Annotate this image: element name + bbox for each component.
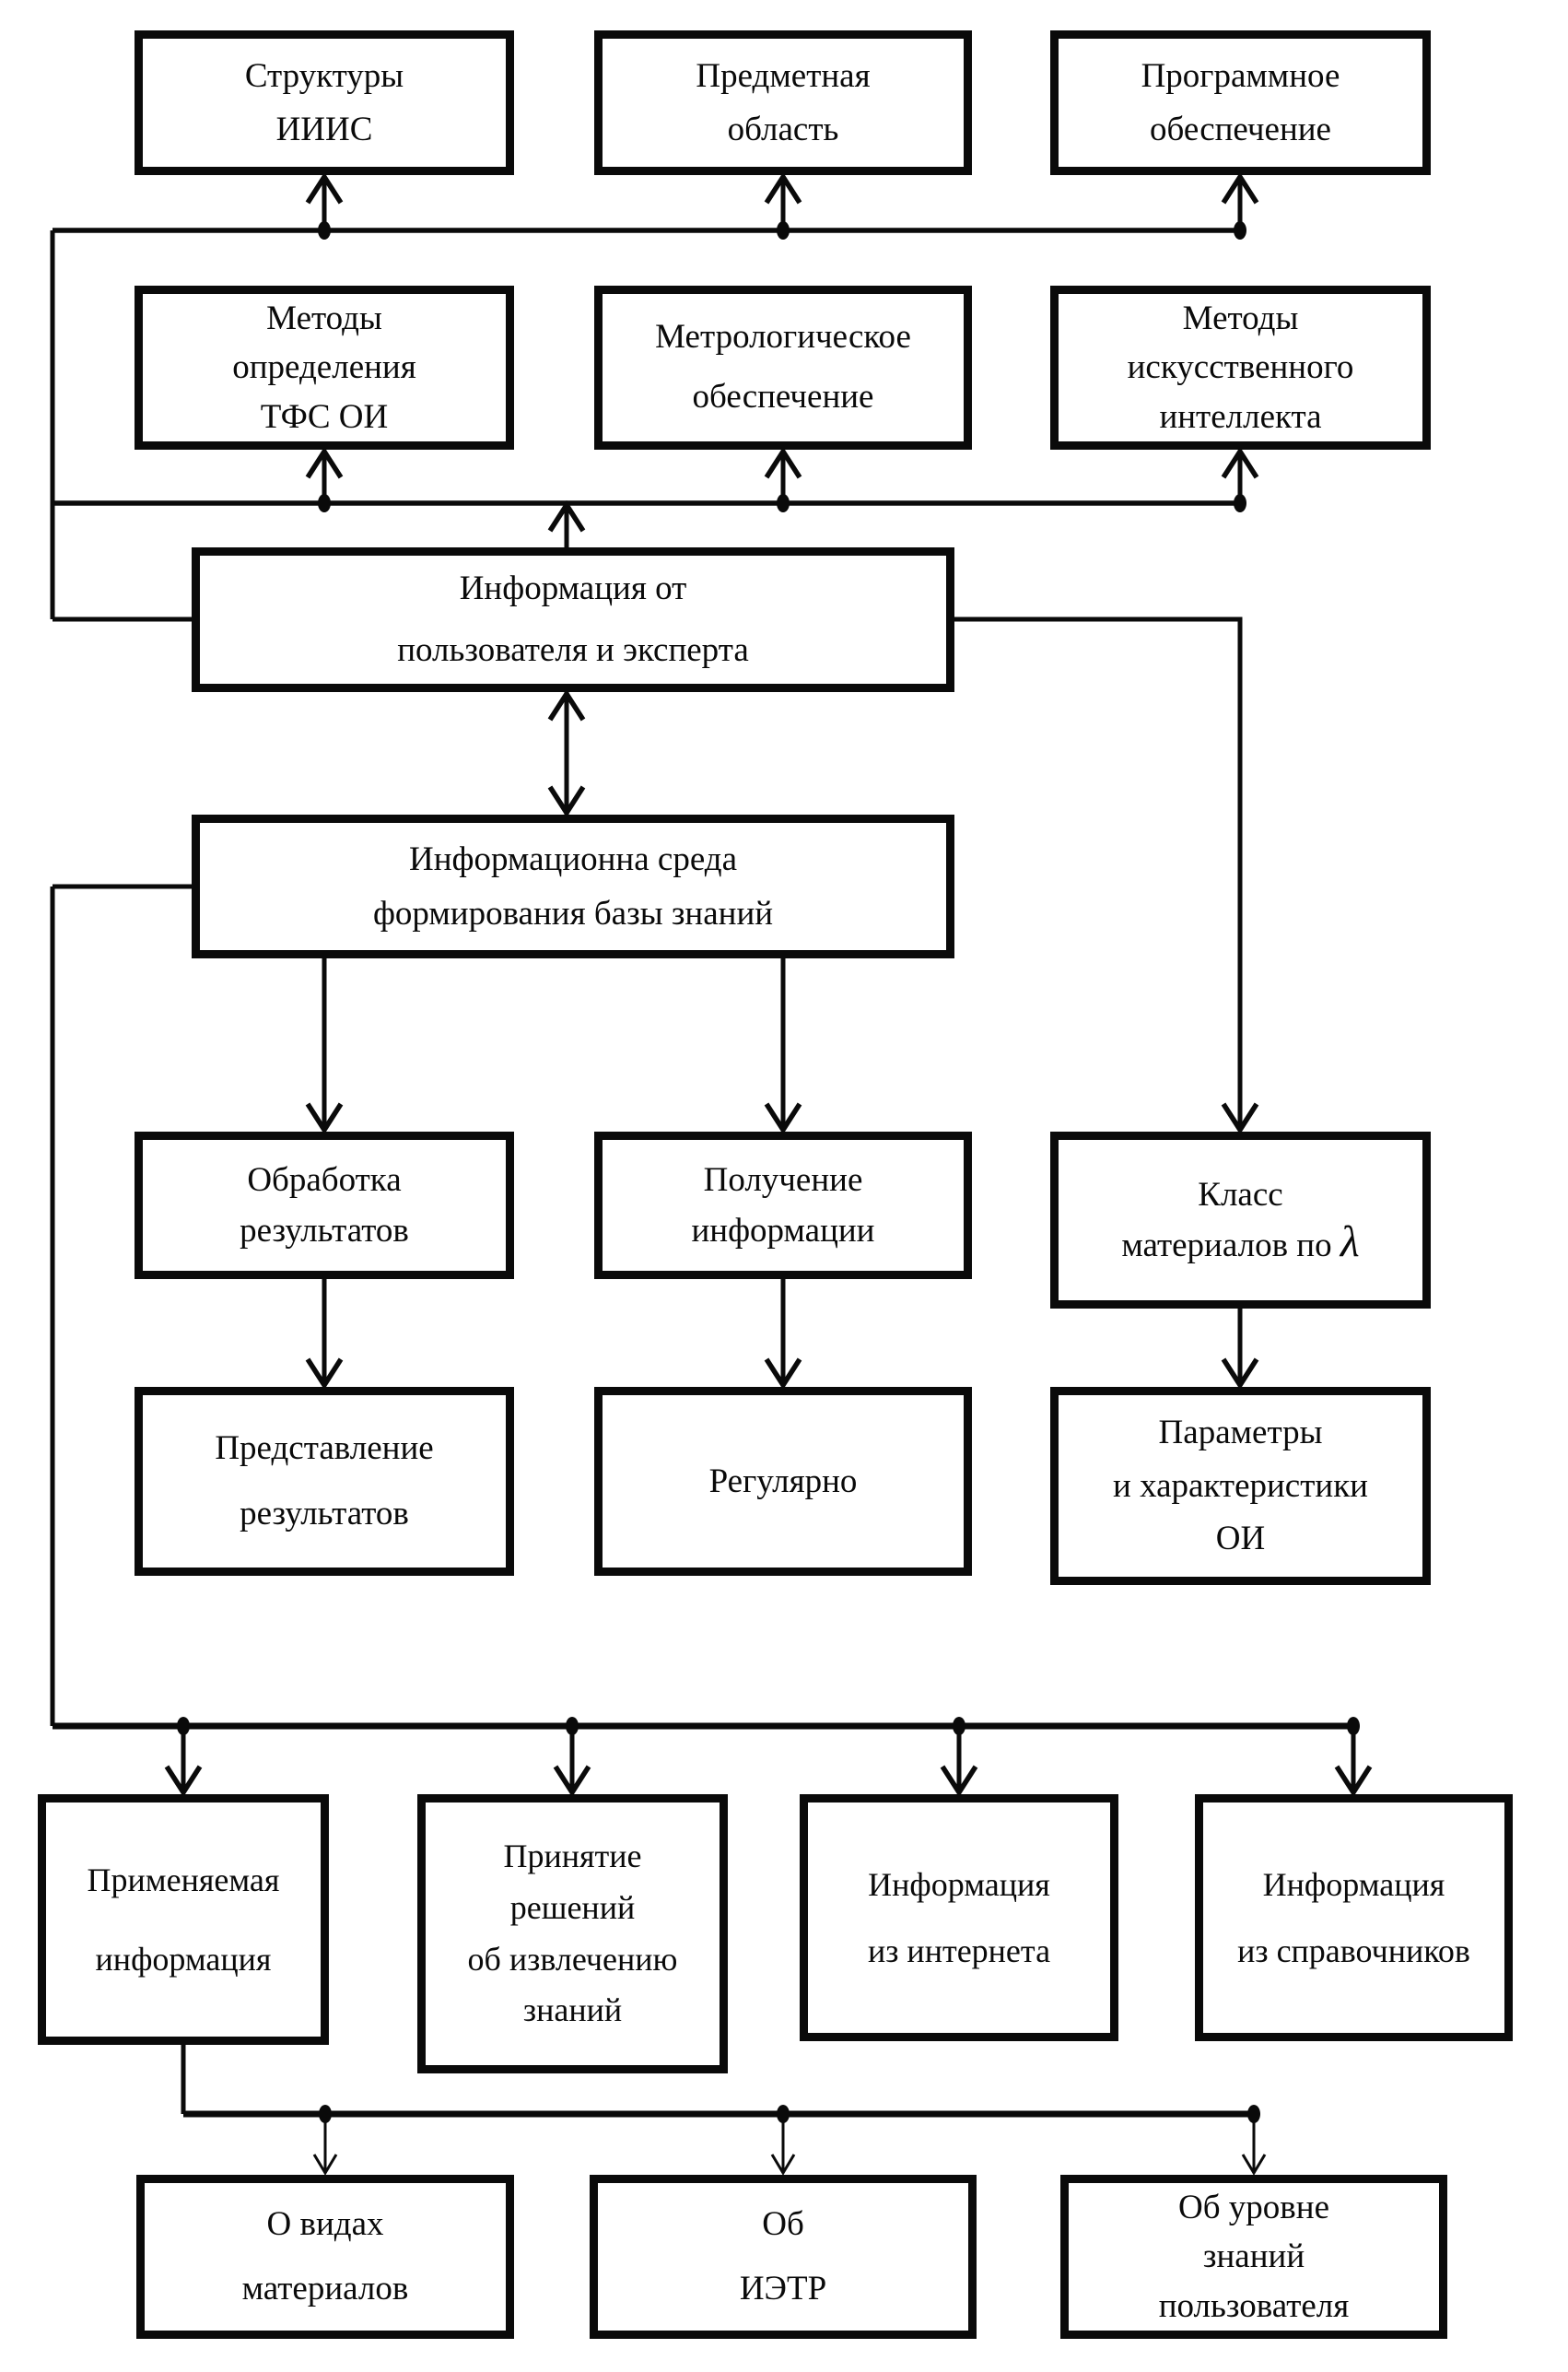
box-label-line: искусственного: [1127, 348, 1354, 387]
box-label-line: знаний: [522, 1991, 623, 2029]
box-label-line: обеспечение: [1150, 110, 1331, 148]
box-label-line: знаний: [1202, 2237, 1305, 2276]
box-label-line: Информационна среда: [409, 840, 737, 878]
box-material-types: О видах материалов: [136, 2175, 514, 2339]
box-label-line: Информация: [1262, 1866, 1445, 1903]
box-label-line: ОИ: [1215, 1520, 1266, 1558]
box-results-presentation: Представление результатов: [135, 1387, 514, 1576]
box-label-line: Класс: [1198, 1175, 1283, 1214]
box-label-line: пользователя: [1158, 2286, 1350, 2325]
box-label-line: формирования базы знаний: [372, 895, 774, 933]
box-metrology: Метрологическое обеспечение: [594, 286, 972, 450]
box-applied-info: Применяемая информация: [38, 1794, 329, 2045]
box-label-line: Регулярно: [708, 1462, 858, 1500]
box-label-line: Принятие: [503, 1837, 642, 1874]
box-label-text: материалов по: [1121, 1227, 1340, 1264]
box-label-line: решений: [509, 1888, 636, 1926]
box-internet-info: Информация из интернета: [800, 1794, 1118, 2041]
box-structures-iiis: Структуры ИИИС: [135, 30, 514, 175]
box-label-line: ИИИС: [275, 110, 373, 148]
box-label-line: Метрологическое: [655, 318, 911, 357]
box-user-knowledge: Об уровне знаний пользователя: [1060, 2175, 1447, 2339]
box-label-line: Информация: [868, 1866, 1050, 1903]
box-label-line: О видах: [266, 2204, 384, 2243]
junction-dots: [177, 221, 1360, 2123]
box-label-line: из справочников: [1237, 1932, 1470, 1969]
box-label-line: Получение: [703, 1160, 863, 1199]
box-label-line: материалов: [241, 2270, 409, 2307]
box-label-line: определения: [232, 348, 416, 387]
box-label-line: результатов: [240, 1494, 409, 1532]
box-results-processing: Обработка результатов: [135, 1132, 514, 1279]
box-ietr: Об ИЭТР: [590, 2175, 977, 2339]
box-label-line: пользователя и эксперта: [397, 630, 749, 669]
box-knowledge-extraction: Принятие решений об извлечению знаний: [417, 1794, 728, 2073]
box-label-line: Об уровне: [1178, 2188, 1329, 2226]
box-user-expert-info: Информация от пользователя и эксперта: [192, 547, 954, 692]
box-tfs-methods: Методы определения ТФС ОИ: [135, 286, 514, 450]
box-label-line: обеспечение: [692, 378, 874, 416]
box-label-line: Предметная: [696, 57, 871, 96]
box-label-line: об извлечению: [467, 1940, 678, 1978]
box-regularly: Регулярно: [594, 1387, 972, 1576]
box-label-line: Структуры: [244, 57, 404, 96]
box-label-line: Параметры: [1158, 1414, 1323, 1452]
box-software: Программное обеспечение: [1050, 30, 1431, 175]
box-label-line: ТФС ОИ: [260, 397, 389, 436]
box-subject-area: Предметная область: [594, 30, 972, 175]
box-ai-methods: Методы искусственного интеллекта: [1050, 286, 1431, 450]
box-label-line: Об: [762, 2204, 804, 2243]
box-materials-class: Класс материалов по λ: [1050, 1132, 1431, 1309]
box-label-line: Применяемая: [87, 1861, 280, 1898]
box-label-line: интеллекта: [1159, 397, 1322, 436]
box-reference-info: Информация из справочников: [1195, 1794, 1513, 2041]
box-label-line: материалов по λ: [1121, 1220, 1359, 1272]
box-label-line: область: [727, 110, 839, 148]
box-label-line: ИЭТР: [739, 2270, 827, 2307]
box-label-line: Методы: [266, 299, 382, 337]
box-info-acquisition: Получение информации: [594, 1132, 972, 1279]
box-label-line: и характеристики: [1113, 1466, 1368, 1505]
box-label-line: Программное: [1141, 57, 1340, 96]
box-info-environment: Информационна среда формирования базы зн…: [192, 815, 954, 958]
box-label-line: Обработка: [247, 1160, 402, 1199]
box-label-line: информация: [95, 1941, 272, 1978]
connector-lines: [50, 177, 1356, 2171]
box-label-line: информации: [691, 1212, 875, 1250]
box-oi-parameters: Параметры и характеристики ОИ: [1050, 1387, 1431, 1585]
arrowheads: [164, 171, 1373, 2176]
box-label-line: из интернета: [867, 1932, 1051, 1969]
box-label-line: Методы: [1182, 299, 1299, 337]
box-label-line: результатов: [240, 1212, 409, 1250]
box-label-line: Представление: [215, 1429, 434, 1468]
box-label-line: Информация от: [459, 569, 687, 607]
lambda-symbol: λ: [1340, 1217, 1360, 1266]
